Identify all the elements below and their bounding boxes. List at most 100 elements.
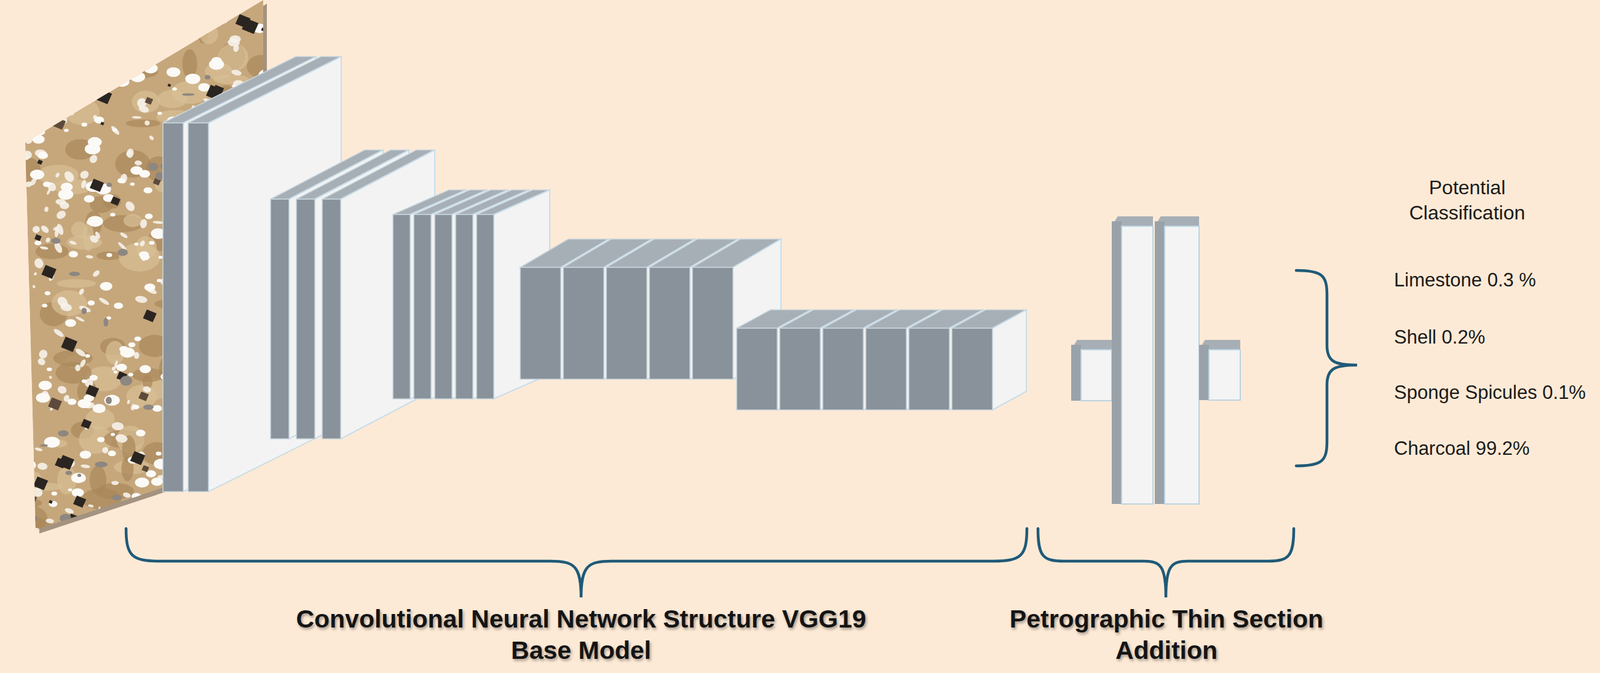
grain bbox=[81, 44, 97, 55]
grain bbox=[263, 20, 276, 30]
grain bbox=[39, 444, 48, 448]
grain bbox=[134, 295, 148, 304]
layer-front bbox=[520, 267, 561, 380]
grain bbox=[103, 32, 115, 44]
grain bbox=[12, 505, 21, 513]
grain bbox=[110, 124, 121, 136]
grain bbox=[1, 496, 8, 507]
grain bbox=[0, 248, 4, 259]
grain bbox=[100, 121, 104, 126]
grain bbox=[22, 132, 34, 146]
grain bbox=[209, 12, 218, 22]
grain bbox=[77, 474, 82, 478]
grain bbox=[110, 212, 115, 217]
grain bbox=[9, 82, 21, 91]
grain bbox=[220, 18, 228, 24]
grain bbox=[158, 255, 163, 259]
grain bbox=[34, 234, 42, 242]
grain bbox=[228, 511, 234, 515]
grain bbox=[54, 172, 61, 179]
grain bbox=[67, 93, 81, 103]
grain bbox=[14, 506, 48, 532]
grain bbox=[56, 279, 96, 288]
layer-front bbox=[413, 214, 432, 400]
grain bbox=[148, 241, 155, 245]
grain bbox=[52, 33, 60, 40]
grain bbox=[6, 22, 13, 29]
grain bbox=[140, 253, 150, 261]
layer-front bbox=[865, 328, 907, 411]
grain bbox=[17, 76, 55, 96]
grain bbox=[136, 501, 153, 521]
grain bbox=[138, 391, 149, 402]
grain bbox=[34, 127, 45, 136]
grain bbox=[51, 549, 57, 560]
grain bbox=[39, 91, 51, 103]
grain bbox=[117, 249, 128, 257]
grain bbox=[151, 477, 163, 486]
grain bbox=[218, 517, 229, 525]
grain bbox=[45, 518, 55, 524]
grain bbox=[49, 95, 55, 100]
grain bbox=[185, 73, 200, 85]
grain bbox=[182, 93, 195, 96]
grain bbox=[134, 477, 149, 488]
grain bbox=[44, 206, 50, 213]
grain bbox=[89, 466, 107, 496]
grain bbox=[155, 172, 164, 181]
grain bbox=[132, 116, 143, 120]
grain bbox=[103, 394, 120, 406]
grain bbox=[37, 151, 48, 160]
layer-front bbox=[322, 199, 341, 440]
grain bbox=[260, 27, 266, 32]
grain bbox=[99, 282, 112, 291]
grain bbox=[38, 380, 53, 390]
layer-front bbox=[162, 122, 184, 492]
grain bbox=[129, 71, 146, 82]
grain bbox=[44, 291, 52, 296]
dense-side bbox=[1199, 344, 1209, 401]
grain bbox=[144, 97, 154, 106]
grain bbox=[54, 458, 67, 469]
layer-front bbox=[270, 199, 290, 440]
grain bbox=[36, 159, 43, 166]
grain bbox=[67, 191, 72, 194]
grain bbox=[43, 181, 52, 187]
grain bbox=[80, 464, 91, 470]
layer-front bbox=[563, 267, 604, 380]
grain bbox=[57, 430, 69, 437]
grain bbox=[41, 265, 57, 280]
grain bbox=[108, 450, 117, 457]
grain bbox=[126, 399, 131, 405]
grain bbox=[62, 169, 77, 184]
grain bbox=[105, 396, 112, 404]
grain bbox=[22, 25, 32, 35]
grain bbox=[14, 114, 20, 123]
grain bbox=[106, 182, 112, 187]
grain bbox=[52, 327, 65, 339]
grain bbox=[85, 354, 91, 358]
grain bbox=[22, 291, 29, 298]
grain bbox=[59, 302, 73, 313]
layer-side bbox=[340, 150, 435, 440]
grain bbox=[73, 495, 87, 508]
grain bbox=[81, 122, 87, 127]
grain bbox=[12, 453, 18, 460]
grain bbox=[137, 104, 150, 114]
layer-front bbox=[606, 267, 647, 380]
grain bbox=[172, 4, 188, 18]
grain bbox=[119, 346, 128, 353]
grain bbox=[131, 493, 142, 500]
grain bbox=[241, 18, 259, 34]
grain bbox=[4, 247, 18, 262]
class-label: Limestone 0.3 % bbox=[1394, 268, 1537, 292]
dense-front bbox=[1121, 226, 1153, 505]
grain bbox=[47, 0, 55, 5]
grain bbox=[75, 316, 85, 323]
grain bbox=[5, 163, 19, 173]
grain bbox=[223, 494, 230, 501]
layer-front bbox=[908, 328, 950, 411]
right-brace bbox=[1296, 270, 1358, 467]
grain bbox=[25, 515, 39, 523]
grain bbox=[6, 86, 11, 93]
